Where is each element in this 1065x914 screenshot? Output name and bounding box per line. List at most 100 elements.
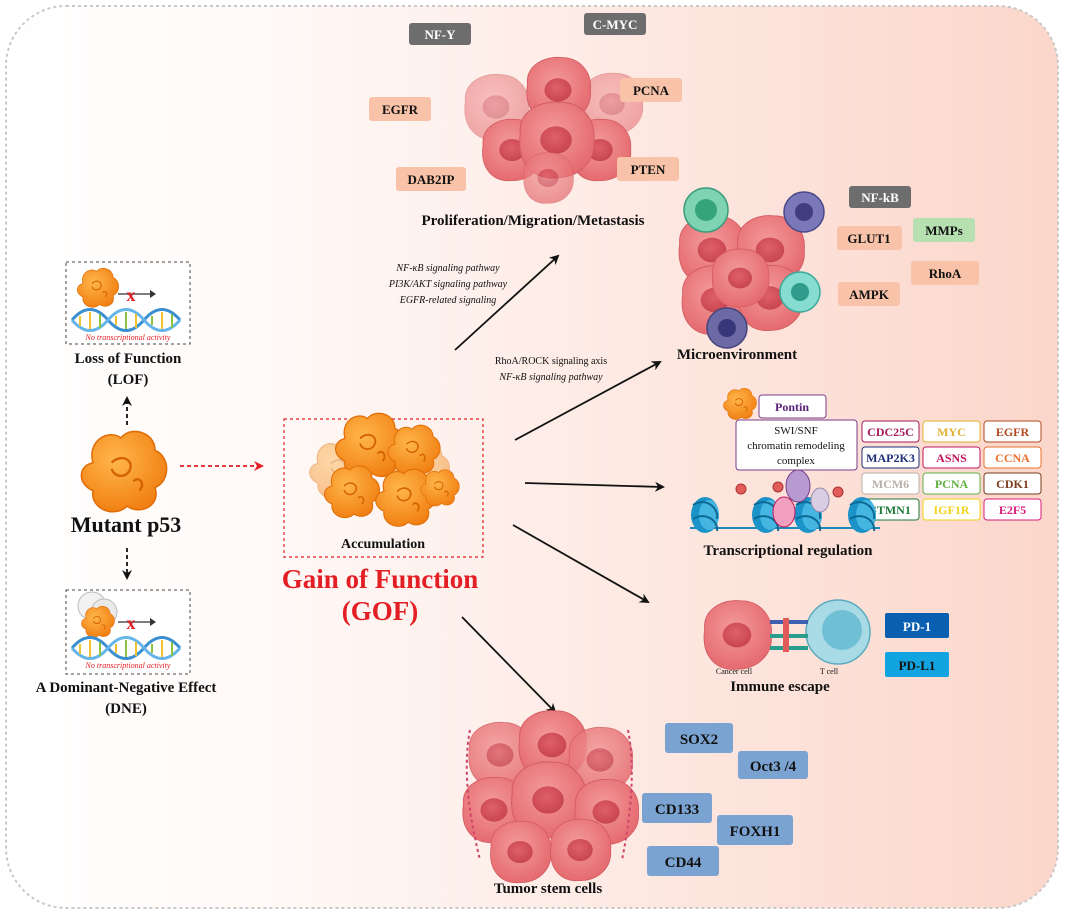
arrow-to-immune — [512, 524, 650, 603]
gene-label: EGFR — [996, 425, 1030, 439]
lof-panel: x No transcriptional activity — [65, 261, 191, 345]
accumulation-label: Accumulation — [341, 537, 425, 552]
tag-pcna — [620, 78, 682, 102]
pathway-pi3k: PI3K/AKT signaling pathway — [388, 279, 508, 290]
tag-rhoa — [911, 261, 979, 285]
gene-label: STMN1 — [870, 503, 911, 517]
pontin-box — [758, 394, 827, 419]
tag-pdl1-label: PD-L1 — [899, 658, 936, 673]
gene-label: MYC — [937, 425, 966, 439]
gof-label-line2: (GOF) — [342, 596, 418, 626]
microenvironment-cells-icon — [678, 187, 825, 349]
gene-label: CDK1 — [996, 477, 1029, 491]
tag-pd1-label: PD-1 — [903, 619, 931, 634]
dne-panel: x No transcriptional activity — [65, 589, 191, 675]
tag-cd44 — [647, 846, 719, 876]
tag-foxh1 — [717, 815, 793, 845]
tag-pd1 — [885, 613, 949, 638]
gene-box — [922, 446, 981, 469]
dne-label-line1: A Dominant-Negative Effect — [36, 680, 217, 696]
pathway-egfr: EGFR-related signaling — [399, 295, 497, 306]
tag-cd44-label: CD44 — [665, 855, 702, 871]
mutant-p53-label: Mutant p53 — [71, 512, 182, 537]
pathway-nfkb-1: NF-κB signaling pathway — [395, 263, 500, 274]
tag-ampk — [838, 282, 900, 306]
cancer-cell-label: Cancer cell — [716, 667, 753, 676]
gene-label: IGF1R — [934, 503, 970, 517]
pathway-nfkb-2: NF-κB signaling pathway — [498, 372, 603, 383]
gof-label-line1: Gain of Function — [282, 564, 479, 594]
tag-rhoa-label: RhoA — [929, 266, 962, 281]
dne-label-line2: (DNE) — [105, 701, 147, 717]
tag-dab2ip-label: DAB2IP — [408, 172, 455, 187]
tumor-stem-cells-title: Tumor stem cells — [494, 881, 602, 897]
gene-label: MAP2K3 — [866, 451, 915, 465]
tumor-stem-cells-icon — [462, 710, 640, 884]
swi-snf-line1: SWI/SNF — [774, 425, 817, 437]
gene-box — [983, 472, 1042, 495]
microenvironment-title: Microenvironment — [677, 347, 797, 363]
lof-block-mark: x — [127, 285, 136, 305]
chromatin-icon — [690, 469, 880, 534]
tag-nfkb — [849, 186, 911, 208]
gene-label: PCNA — [935, 477, 969, 491]
tag-pten-label: PTEN — [631, 162, 666, 177]
tag-sox2-label: SOX2 — [680, 732, 718, 748]
gene-label: CCNA — [995, 451, 1030, 465]
gene-box — [861, 420, 920, 443]
gene-label: CDC25C — [867, 425, 914, 439]
swi-snf-line3: complex — [777, 455, 815, 467]
tag-cmyc — [584, 13, 646, 35]
swi-snf-line2: chromatin remodeling — [747, 440, 845, 452]
gene-label: MCM6 — [872, 477, 909, 491]
gene-box — [922, 420, 981, 443]
gene-box — [983, 446, 1042, 469]
gene-box — [983, 420, 1042, 443]
proliferation-title: Proliferation/Migration/Metastasis — [421, 213, 644, 229]
tag-pcna-label: PCNA — [633, 83, 670, 98]
target-gene-grid: CDC25C MYC EGFR MAP2K3 ASNS CCNA MCM6 PCNA CDK1S… — [861, 420, 1042, 521]
tag-mmps-label: MMPs — [925, 223, 963, 238]
tag-cd133-label: CD133 — [655, 802, 699, 818]
tag-glut1 — [837, 226, 902, 250]
tag-nfy-label: NF-Y — [424, 27, 456, 42]
tag-sox2 — [665, 723, 733, 753]
pontin-label: Pontin — [775, 400, 809, 414]
t-cell-label: T cell — [820, 667, 839, 676]
tag-nfkb-label: NF-kB — [861, 190, 899, 205]
arrow-to-proliferation — [454, 254, 560, 351]
dne-block-mark: x — [127, 613, 136, 633]
tag-oct34-label: Oct3 /4 — [750, 759, 797, 775]
tag-nfy — [409, 23, 471, 45]
tag-dab2ip — [396, 167, 466, 191]
tag-pdl1 — [885, 652, 949, 677]
tag-oct34 — [738, 751, 808, 779]
tag-egfr — [369, 97, 431, 121]
arrow-to-transcription — [524, 481, 665, 492]
gene-box — [922, 498, 981, 521]
immune-escape-title: Immune escape — [730, 679, 830, 695]
arrow-to-microenvironment — [514, 361, 662, 441]
tag-egfr-label: EGFR — [382, 102, 419, 117]
lof-label-line1: Loss of Function — [75, 351, 182, 367]
arrow-to-stem — [461, 616, 557, 714]
gene-box — [922, 472, 981, 495]
tag-foxh1-label: FOXH1 — [730, 824, 781, 840]
tag-cmyc-label: C-MYC — [593, 17, 638, 32]
gene-label: ASNS — [936, 451, 967, 465]
tag-mmps — [913, 218, 975, 242]
lof-note: No transcriptional activity — [85, 333, 171, 342]
tag-cd133 — [642, 793, 712, 823]
pathway-rhoa-rock: RhoA/ROCK signaling axis — [495, 356, 607, 367]
tag-ampk-label: AMPK — [849, 287, 890, 302]
transcription-title: Transcriptional regulation — [703, 543, 873, 559]
tag-pten — [617, 157, 679, 181]
gene-label: E2F5 — [999, 503, 1026, 517]
gene-box — [983, 498, 1042, 521]
immune-escape-icon — [703, 599, 871, 670]
lof-label-line2: (LOF) — [108, 372, 149, 388]
dne-note: No transcriptional activity — [85, 661, 171, 670]
gene-box — [861, 446, 920, 469]
